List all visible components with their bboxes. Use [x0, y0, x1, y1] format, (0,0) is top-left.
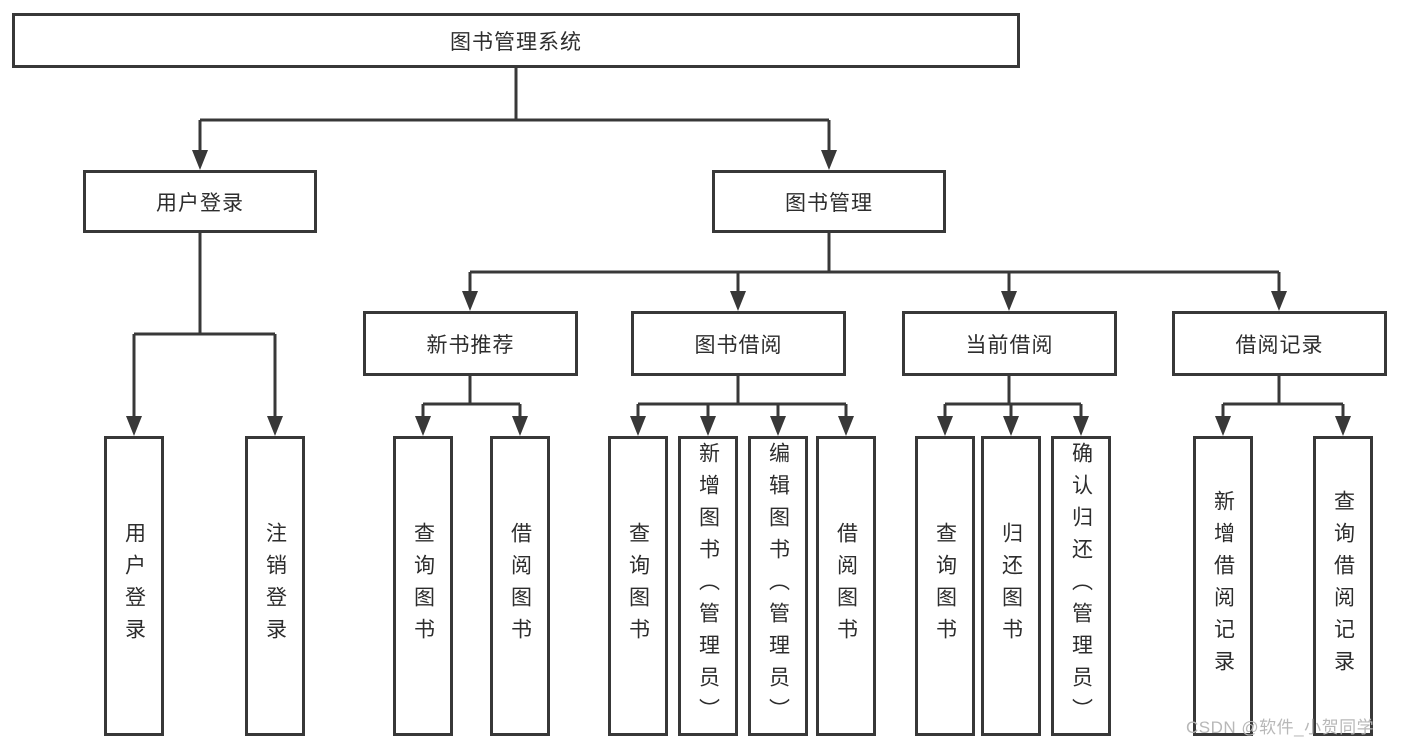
leaf-records-query-record-label: 查询借阅记录	[1331, 490, 1355, 682]
leaf-user-login-label: 用户登录	[122, 522, 146, 650]
leaf-borrow-add-book-admin-label: 新增图书（管理员）	[696, 442, 720, 730]
leaf-newrec-query-book-label: 查询图书	[411, 522, 435, 650]
leaf-current-confirm-return-admin-label: 确认归还（管理员）	[1069, 442, 1093, 730]
leaf-borrow-edit-book-admin: 编辑图书（管理员）	[748, 436, 808, 736]
leaf-current-return-book: 归还图书	[981, 436, 1041, 736]
node-user-login: 用户登录	[83, 170, 317, 233]
leaf-borrow-borrow-book-label: 借阅图书	[834, 522, 858, 650]
leaf-current-return-book-label: 归还图书	[999, 522, 1023, 650]
leaf-records-add-record-label: 新增借阅记录	[1211, 490, 1235, 682]
node-root: 图书管理系统	[12, 13, 1020, 68]
node-borrow-records-label: 借阅记录	[1235, 333, 1324, 357]
leaf-newrec-query-book: 查询图书	[393, 436, 453, 736]
leaf-logout-login: 注销登录	[245, 436, 305, 736]
node-book-borrow-label: 图书借阅	[694, 333, 783, 357]
arrowheads	[126, 150, 1351, 436]
leaf-borrow-query-book-label: 查询图书	[626, 522, 650, 650]
leaf-current-query-book-label: 查询图书	[933, 522, 957, 650]
node-new-book-recommend-label: 新书推荐	[426, 333, 515, 357]
node-current-borrow: 当前借阅	[902, 311, 1117, 376]
watermark: CSDN @软件_小贺同学	[1186, 718, 1375, 737]
leaf-borrow-borrow-book: 借阅图书	[816, 436, 876, 736]
leaf-newrec-borrow-book-label: 借阅图书	[508, 522, 532, 650]
leaf-records-add-record: 新增借阅记录	[1193, 436, 1253, 736]
leaf-records-query-record: 查询借阅记录	[1313, 436, 1373, 736]
node-book-management: 图书管理	[712, 170, 946, 233]
leaf-user-login: 用户登录	[104, 436, 164, 736]
leaf-current-query-book: 查询图书	[915, 436, 975, 736]
node-new-book-recommend: 新书推荐	[363, 311, 578, 376]
node-current-borrow-label: 当前借阅	[965, 333, 1054, 357]
node-borrow-records: 借阅记录	[1172, 311, 1387, 376]
node-root-label: 图书管理系统	[450, 30, 582, 54]
leaf-newrec-borrow-book: 借阅图书	[490, 436, 550, 736]
leaf-borrow-add-book-admin: 新增图书（管理员）	[678, 436, 738, 736]
node-book-management-label: 图书管理	[785, 191, 873, 215]
leaf-current-confirm-return-admin: 确认归还（管理员）	[1051, 436, 1111, 736]
node-user-login-label: 用户登录	[156, 191, 244, 215]
leaf-borrow-query-book: 查询图书	[608, 436, 668, 736]
tree-edges	[132, 68, 1345, 420]
node-book-borrow: 图书借阅	[631, 311, 846, 376]
leaf-borrow-edit-book-admin-label: 编辑图书（管理员）	[766, 442, 790, 730]
leaf-logout-login-label: 注销登录	[263, 522, 287, 650]
